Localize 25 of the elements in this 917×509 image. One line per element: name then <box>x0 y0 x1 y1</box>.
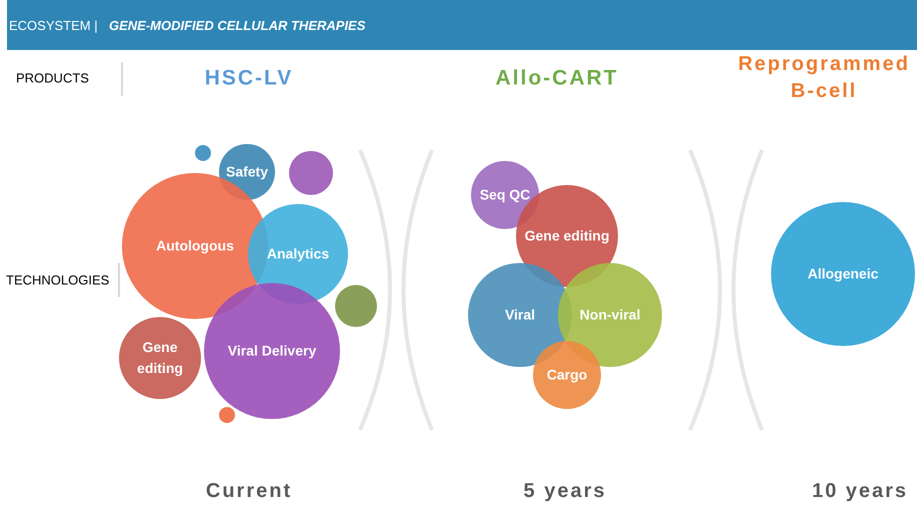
bubble <box>289 151 333 195</box>
bubble-label: Autologous <box>156 236 234 256</box>
header-label: ECOSYSTEM | <box>9 17 98 35</box>
bubble <box>335 285 377 327</box>
timeline-label: 10 years <box>812 479 908 504</box>
bubble-label: Cargo <box>546 366 588 384</box>
bubble-label: Seq QC <box>480 186 530 204</box>
timeline-label: 5 years <box>524 479 606 504</box>
bubble-label: Analytics <box>266 244 330 264</box>
bubble-label: Safety <box>226 162 268 182</box>
bubble-label: Allogeneic <box>808 264 878 284</box>
bubble <box>195 145 211 161</box>
product-title: Reprogrammed B-cell <box>737 52 911 104</box>
product-title: Allo-CART <box>496 65 618 92</box>
bubble-label: Gene editing <box>136 338 184 378</box>
row-label: TECHNOLOGIES <box>6 271 110 290</box>
bubble-label: Viral <box>504 306 536 324</box>
timeline-label: Current <box>206 479 292 504</box>
bubble-label: Viral Delivery <box>228 342 316 360</box>
bubble <box>219 407 235 423</box>
row-label: PRODUCTS <box>16 69 89 88</box>
product-title: HSC-LV <box>204 65 294 92</box>
bubble-label: Non-viral <box>580 306 640 324</box>
header-title: GENE-MODIFIED CELLULAR THERAPIES <box>109 17 366 35</box>
bubble-label: Gene editing <box>524 226 610 246</box>
